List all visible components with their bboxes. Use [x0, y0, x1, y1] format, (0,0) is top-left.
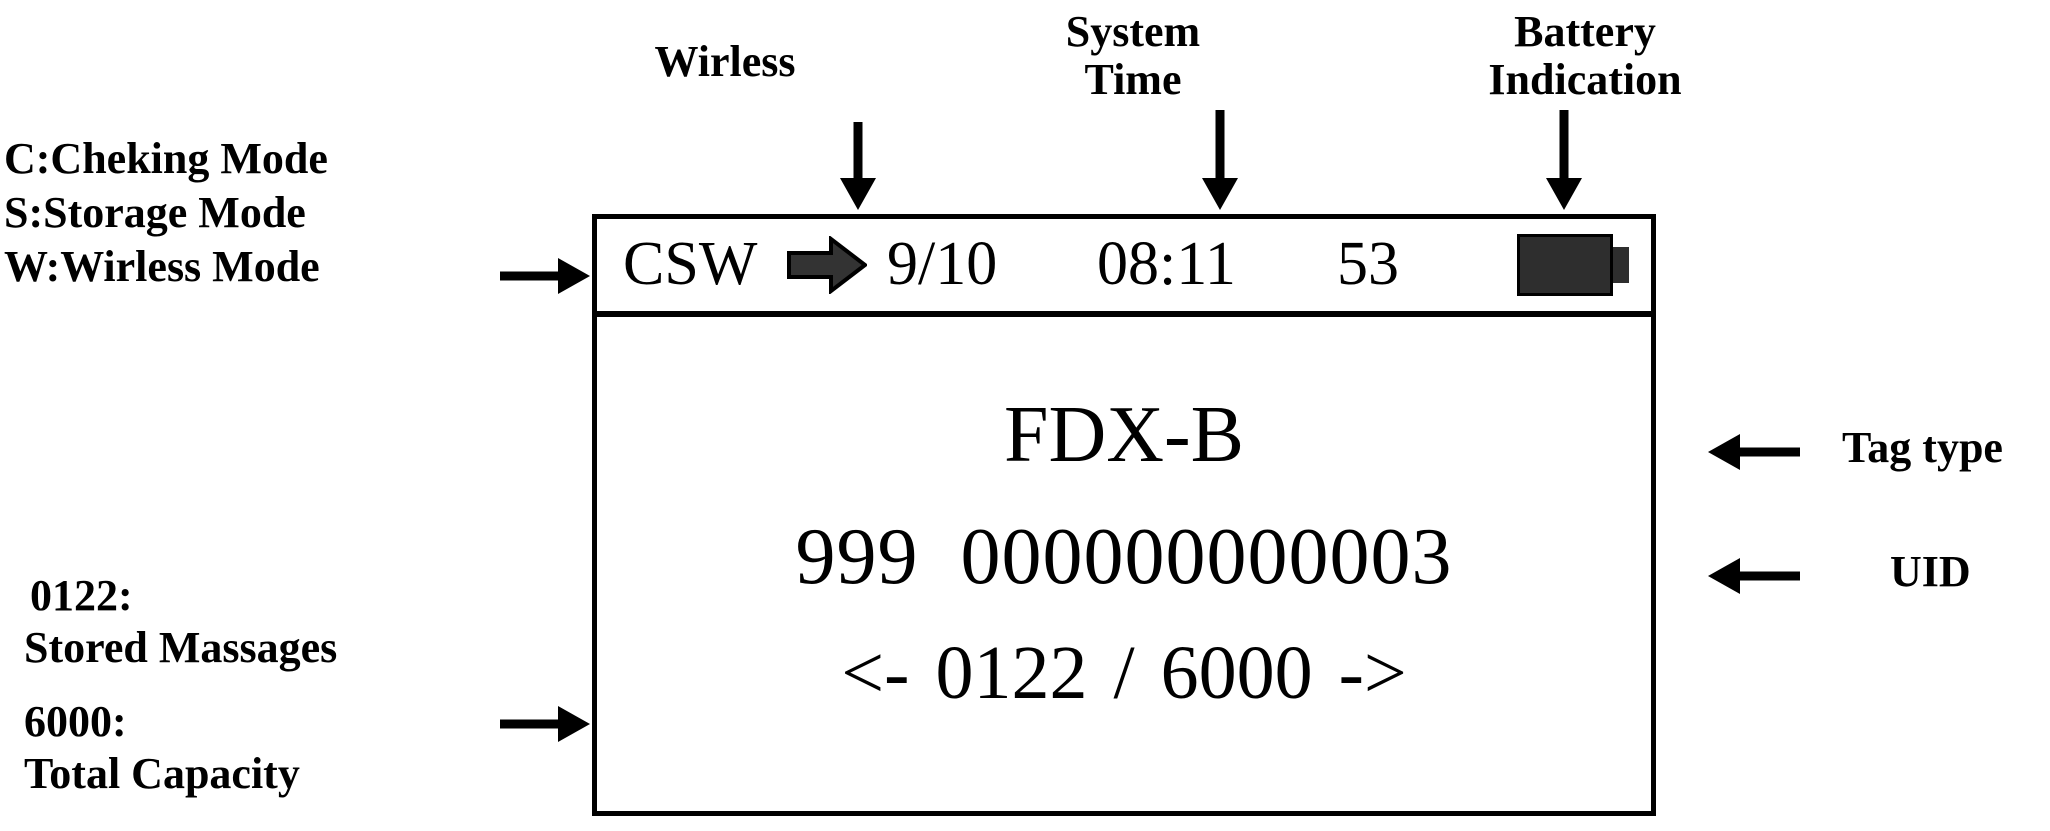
battery-fill	[1523, 240, 1607, 290]
callout-wireless-label: Wirless	[654, 37, 796, 86]
wireless-block-arrow-icon	[787, 236, 867, 294]
status-time: 08:11	[1097, 229, 1236, 298]
status-date: 9/10	[887, 229, 998, 298]
callout-system-time-line1: System	[1065, 7, 1201, 56]
callout-battery-line2: Indication	[1488, 54, 1682, 104]
callout-system-time-line2: Time	[1084, 54, 1182, 104]
next-record-arrow-icon[interactable]: ->	[1338, 631, 1407, 715]
capacity-legend-total-value: 6000:	[24, 697, 127, 746]
callout-battery-down-arrow-icon	[1546, 110, 1582, 210]
stored-count-value: 0122	[935, 631, 1088, 715]
mode-legend-line-storage: S:Storage Mode	[4, 188, 306, 237]
callout-wireless-down-arrow-icon	[840, 122, 876, 210]
uid-value: 999 000000000003	[597, 517, 1651, 597]
record-counter: <-0122/6000->	[597, 635, 1651, 711]
capacity-legend-stored: 0122: Stored Massages	[24, 570, 464, 674]
callout-tag-type-label: Tag type	[1842, 423, 2003, 472]
capacity-legend-total-label: Total Capacity	[24, 749, 300, 798]
counter-separator: /	[1113, 631, 1135, 715]
tag-type-value: FDX-B	[1003, 391, 1245, 479]
capacity-legend-total: 6000: Total Capacity	[24, 696, 464, 800]
mode-legend-pointer-arrow-icon	[500, 258, 590, 294]
callout-battery-label: Battery Indication	[1420, 8, 1750, 103]
callout-uid-label: UID	[1890, 547, 1971, 596]
battery-full-icon	[1517, 234, 1629, 296]
mode-legend-line-wireless: W:Wirless Mode	[4, 242, 320, 291]
status-seconds: 53	[1337, 229, 1399, 298]
callout-system-time-label: System Time	[1010, 8, 1256, 103]
battery-body	[1517, 234, 1613, 296]
capacity-legend-pointer-arrow-icon	[500, 706, 590, 742]
lcd-status-bar: CSW 9/10 08:11 53	[597, 219, 1651, 317]
lcd-content-area: FDX-B 999 000000000003 <-0122/6000->	[597, 317, 1651, 811]
lcd-screen: CSW 9/10 08:11 53 FDX-B 999 000000000003…	[592, 214, 1656, 816]
callout-battery-line1: Battery	[1514, 7, 1656, 56]
capacity-legend: 0122: Stored Massages 6000: Total Capaci…	[24, 570, 464, 822]
callout-uid-left-arrow-icon	[1708, 558, 1800, 594]
battery-nub	[1613, 247, 1629, 283]
uid-number: 000000000003	[960, 513, 1453, 601]
prev-record-arrow-icon[interactable]: <-	[841, 631, 910, 715]
mode-legend: C:Cheking Mode S:Storage Mode W:Wirless …	[4, 132, 424, 294]
capacity-legend-stored-value: 0122:	[30, 571, 133, 620]
status-mode-indicator: CSW	[623, 229, 758, 298]
capacity-legend-stored-label: Stored Massages	[24, 623, 338, 672]
callout-system-time-down-arrow-icon	[1202, 110, 1238, 210]
uid-country-code: 999	[795, 513, 919, 601]
total-capacity-value: 6000	[1160, 631, 1313, 715]
mode-legend-line-checking: C:Cheking Mode	[4, 134, 328, 183]
callout-tag-type-left-arrow-icon	[1708, 434, 1800, 470]
